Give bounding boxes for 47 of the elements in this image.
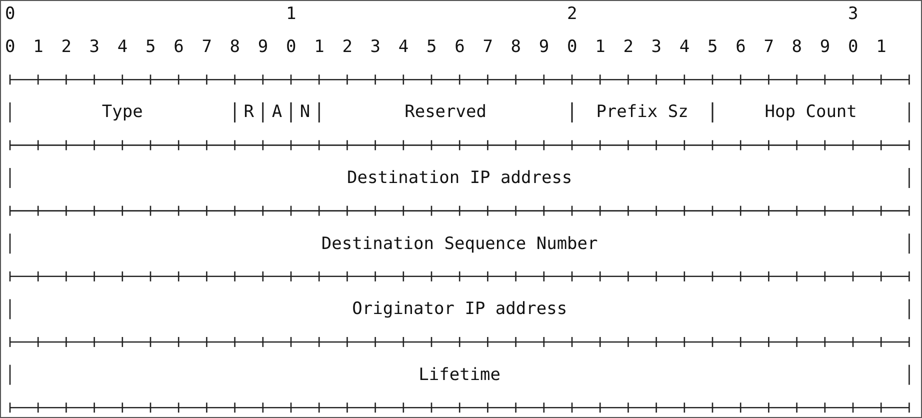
bit-number: 8 — [510, 36, 522, 57]
field-name: Reserved — [404, 102, 486, 122]
bit-number: 0 — [5, 4, 16, 24]
field-name: Lifetime — [418, 364, 501, 385]
bit-number: 7 — [764, 36, 774, 57]
field-name: Originator IP address — [352, 299, 568, 320]
bit-number: 2 — [61, 36, 72, 57]
field-name: Prefix Sz — [596, 102, 688, 122]
bit-number: 3 — [651, 36, 662, 57]
bit-number: 7 — [202, 36, 212, 57]
bit-number: 2 — [623, 36, 634, 57]
bit-number: 6 — [454, 36, 465, 57]
bit-number: 3 — [89, 36, 100, 57]
bit-number: 9 — [538, 36, 550, 57]
bit-number: 1 — [286, 4, 296, 24]
field-name: Destination Sequence Number — [321, 234, 598, 254]
bit-number: 1 — [33, 36, 44, 57]
bit-number: 3 — [370, 36, 381, 57]
bit-number: 6 — [736, 36, 746, 57]
bit-number: 6 — [174, 36, 184, 57]
bit-number: 0 — [5, 36, 16, 57]
bit-number: 5 — [146, 36, 156, 57]
field-name: R — [244, 102, 254, 122]
bit-number: 4 — [679, 36, 690, 57]
field-name: N — [300, 102, 310, 122]
bit-number: 9 — [820, 36, 830, 57]
bit-number: 1 — [314, 36, 324, 57]
bit-number: 0 — [848, 36, 858, 57]
bit-number: 5 — [708, 36, 718, 57]
bit-number: 8 — [230, 36, 240, 57]
field-name: Hop Count — [764, 102, 857, 122]
bit-number: 2 — [567, 4, 578, 24]
bit-number: 5 — [426, 36, 437, 57]
bit-number: 7 — [482, 36, 493, 57]
field-name: Destination IP address — [347, 168, 572, 188]
bit-number: 4 — [398, 36, 409, 57]
bit-number: 9 — [258, 36, 268, 57]
bit-number: 0 — [567, 36, 578, 57]
bit-number: 2 — [342, 36, 352, 57]
bit-number: 4 — [117, 36, 128, 57]
field-name: Type — [102, 102, 143, 122]
bit-number: 3 — [848, 4, 858, 24]
field-name: A — [272, 102, 282, 122]
bit-number: 0 — [286, 36, 296, 57]
bit-number: 1 — [595, 36, 606, 57]
bit-number: 1 — [876, 36, 886, 57]
bit-number: 8 — [792, 36, 802, 57]
